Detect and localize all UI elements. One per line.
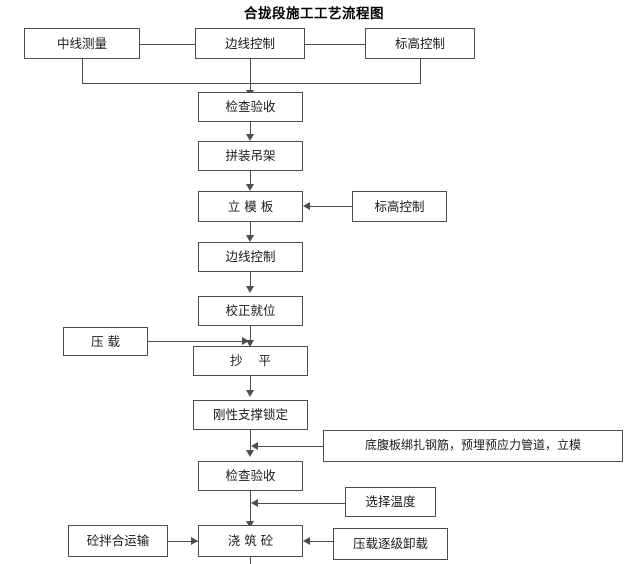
arrow-hanger-to-formwork xyxy=(246,184,254,191)
node-concrete-mixing-transport: 砼拌合运输 xyxy=(68,525,168,557)
node-stepwise-unloading: 压载逐级卸载 xyxy=(333,528,448,560)
arrow-mixing-to-pour xyxy=(191,537,198,545)
connector-inspection2-to-pour xyxy=(250,491,251,527)
arrow-rigid-support-to-inspection2 xyxy=(246,450,254,457)
connector-align-to-leveling xyxy=(250,326,251,345)
stub-edge-down xyxy=(250,59,251,83)
node-edge-control-mid: 边线控制 xyxy=(198,242,303,272)
stub-elevation-down xyxy=(420,59,421,83)
connector-elevation-side-to-formwork xyxy=(310,206,352,207)
node-elevation-control-side: 标高控制 xyxy=(352,191,447,222)
arrow-preload-to-leveling xyxy=(242,337,249,345)
node-leveling: 抄 平 xyxy=(193,346,308,376)
connector-rebar-to-column xyxy=(258,446,323,447)
arrow-formwork-to-edge-mid xyxy=(246,235,254,242)
connector-unloading-to-pour xyxy=(310,541,333,542)
connector-temperature-to-column xyxy=(258,503,345,504)
node-elevation-control-top: 标高控制 xyxy=(365,28,475,59)
node-rebar-duct-formwork: 底腹板绑扎钢筋，预埋预应力管道，立模 xyxy=(323,430,623,462)
arrow-inspection1-to-hanger xyxy=(246,134,254,141)
node-inspection-acceptance-1: 检查验收 xyxy=(198,92,303,122)
connector-edge-to-elevation xyxy=(305,44,365,45)
stub-pour-concrete-down xyxy=(250,557,251,564)
connector-formwork-to-edge-mid xyxy=(250,222,251,240)
arrow-align-to-leveling xyxy=(246,340,254,347)
arrow-inspection2-to-pour xyxy=(246,521,254,528)
connector-mixing-to-pour xyxy=(168,541,198,542)
node-inspection-acceptance-2: 检查验收 xyxy=(198,461,303,491)
connector-centerline-to-edge xyxy=(140,44,195,45)
connector-leveling-to-rigid-support xyxy=(250,376,251,394)
connector-edge-mid-to-align xyxy=(250,272,251,291)
arrow-elevation-side-to-formwork xyxy=(303,202,310,210)
node-select-temperature: 选择温度 xyxy=(345,487,436,517)
connector-preload-to-leveling xyxy=(148,341,242,342)
connector-rigid-support-to-inspection2 xyxy=(250,430,251,452)
node-preload: 压 载 xyxy=(63,327,148,356)
bus-line-top xyxy=(82,83,421,84)
node-align-in-position: 校正就位 xyxy=(198,296,303,326)
arrow-temperature-to-column xyxy=(251,499,258,507)
arrow-leveling-to-rigid-support xyxy=(246,390,254,397)
page-title: 合拢段施工工艺流程图 xyxy=(244,6,384,22)
connector-bus-to-inspection1 xyxy=(250,83,251,92)
arrow-edge-mid-to-align xyxy=(246,286,254,293)
node-centerline-survey: 中线测量 xyxy=(24,28,140,59)
arrow-unloading-to-pour xyxy=(303,537,310,545)
stub-centerline-down xyxy=(82,59,83,83)
node-erect-formwork: 立 模 板 xyxy=(198,191,303,222)
node-assemble-hanger: 拼装吊架 xyxy=(198,141,303,171)
node-pour-concrete: 浇 筑 砼 xyxy=(198,525,303,557)
arrow-rebar-to-column xyxy=(251,442,258,450)
connector-hanger-to-formwork xyxy=(250,171,251,189)
node-edge-control-top: 边线控制 xyxy=(195,28,305,59)
node-rigid-support-locking: 刚性支撑锁定 xyxy=(193,400,308,430)
connector-inspection1-to-hanger xyxy=(250,122,251,139)
